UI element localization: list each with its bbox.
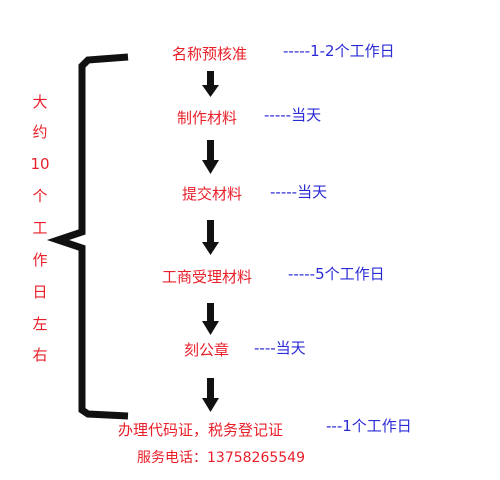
step-duration-4: -----5个工作日 [288, 265, 385, 283]
side-note-char-1: 大 [32, 93, 48, 111]
step-duration-1: -----1-2个工作日 [283, 42, 395, 60]
left-bracket [46, 53, 129, 420]
step-duration-2: -----当天 [264, 106, 322, 124]
side-note-char-4: 个 [32, 187, 48, 205]
arrow-5 [202, 378, 219, 412]
step-label-5: 刻公章 [184, 341, 230, 359]
side-note-char-5: 工 [32, 219, 48, 237]
side-note-char-7: 日 [32, 283, 48, 301]
step-duration-5: ----当天 [254, 339, 306, 357]
side-note-char-6: 作 [32, 251, 48, 269]
step-label-3: 提交材料 [182, 185, 243, 203]
step-label-2: 制作材料 [177, 109, 238, 127]
arrow-2 [202, 140, 219, 174]
step-label-1: 名称预核准 [172, 45, 248, 63]
step-label-4: 工商受理材料 [162, 268, 253, 286]
contact-phone: 服务电话：13758265549 [137, 450, 305, 466]
side-note-char-9: 右 [32, 346, 48, 364]
step-duration-3: -----当天 [270, 183, 328, 201]
side-note-char-2: 约 [32, 123, 48, 141]
side-note-char-8: 左 [32, 315, 48, 333]
arrow-1 [202, 71, 219, 97]
arrow-3 [202, 220, 219, 255]
step-label-6: 办理代码证，税务登记证 [118, 421, 284, 439]
side-note-char-3: 10 [30, 155, 50, 173]
step-duration-6: ---1个工作日 [326, 417, 412, 435]
arrow-4 [202, 303, 219, 335]
